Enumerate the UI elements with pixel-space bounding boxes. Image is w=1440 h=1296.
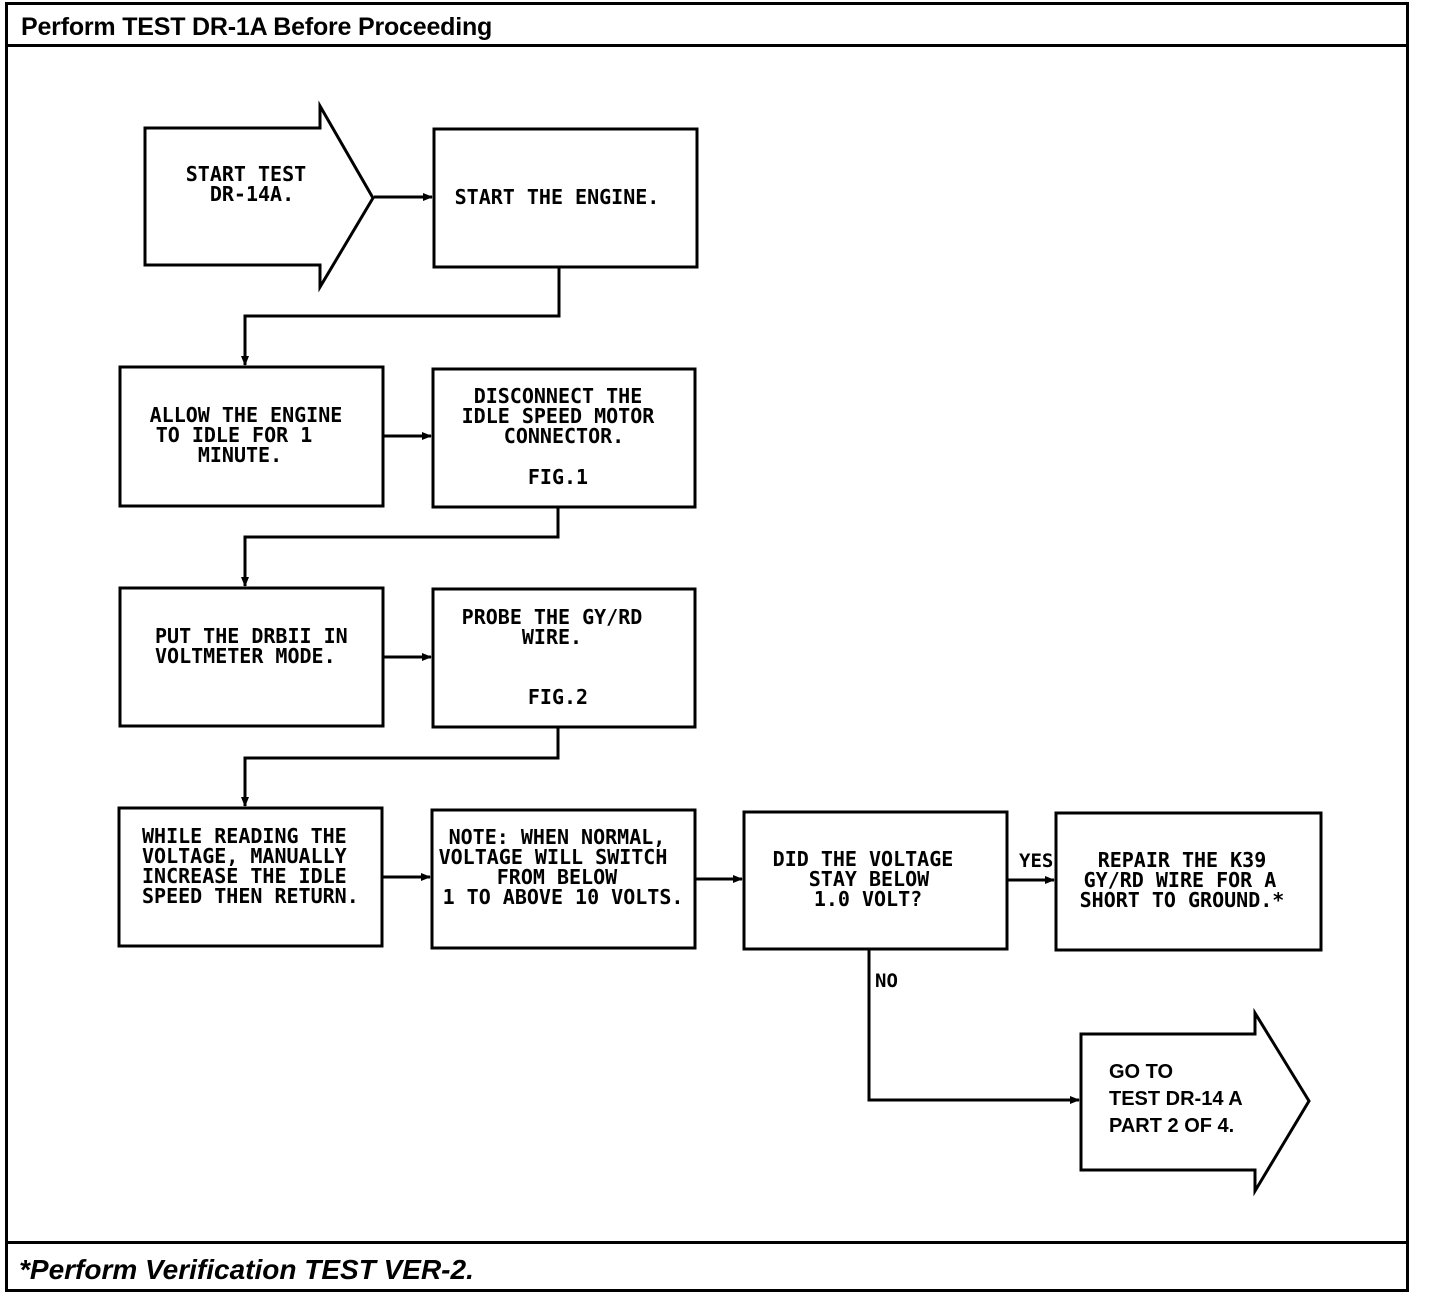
while-reading-line: WHILE READING THE	[142, 824, 347, 848]
start-engine-text: START THE ENGINE.	[455, 185, 660, 209]
voltmeter-box	[118, 586, 385, 728]
page-footer: *Perform Verification TEST VER-2.	[8, 1241, 1406, 1289]
disconnect-fig-label: FIG.1	[528, 465, 588, 489]
while-reading-text: WHILE READING THE VOLTAGE, MANUALLY INCR…	[142, 824, 359, 908]
edge-disconnect-to-voltmeter	[241, 508, 560, 587]
repair-line: GY/RD WIRE FOR A	[1084, 868, 1277, 892]
repair-text: REPAIR THE K39 GY/RD WIRE FOR A SHORT TO…	[1080, 848, 1289, 912]
disconnect-text: DISCONNECT THE IDLE SPEED MOTOR CONNECTO…	[462, 384, 667, 448]
question-line: STAY BELOW	[809, 867, 930, 891]
allow-idle-line: ALLOW THE ENGINE	[150, 403, 343, 427]
while-reading-line: SPEED THEN RETURN.	[142, 884, 359, 908]
probe-text: PROBE THE GY/RD WIRE.	[462, 605, 655, 649]
disconnect-line: IDLE SPEED MOTOR	[462, 404, 656, 428]
while-reading-box	[117, 806, 384, 948]
voltmeter-line: VOLTMETER MODE.	[155, 644, 336, 668]
start-arrow-shape	[143, 100, 375, 293]
note-text: NOTE: WHEN NORMAL, VOLTAGE WILL SWITCH F…	[439, 825, 684, 909]
goto-line: PART 2 OF 4.	[1109, 1115, 1234, 1137]
start-engine-line: START THE ENGINE.	[455, 185, 660, 209]
yes-label: YES	[1019, 850, 1053, 872]
probe-line: PROBE THE GY/RD	[462, 605, 643, 629]
start-line: START TEST	[186, 162, 306, 186]
disconnect-box	[431, 367, 697, 509]
while-reading-line: VOLTAGE, MANUALLY	[142, 844, 347, 868]
goto-line: TEST DR-14 A	[1109, 1088, 1242, 1110]
probe-fig-label: FIG.2	[528, 685, 588, 709]
while-reading-line: INCREASE THE IDLE	[142, 864, 347, 888]
page-header: Perform TEST DR-1A Before Proceeding	[8, 5, 1406, 47]
allow-idle-line: TO IDLE FOR 1	[156, 423, 313, 447]
question-text: DID THE VOLTAGE STAY BELOW 1.0 VOLT?	[773, 847, 966, 911]
disconnect-line: DISCONNECT THE	[474, 384, 643, 408]
disconnect-line: CONNECTOR.	[504, 424, 624, 448]
goto-text: GO TO TEST DR-14 A PART 2 OF 4.	[1109, 1061, 1248, 1137]
no-label: NO	[875, 970, 898, 992]
question-box	[742, 810, 1009, 951]
question-line: 1.0 VOLT?	[814, 887, 922, 911]
start-line: DR-14A.	[210, 182, 294, 206]
goto-line: GO TO	[1109, 1061, 1173, 1083]
note-line: NOTE: WHEN NORMAL,	[449, 825, 666, 849]
note-line: FROM BELOW	[497, 865, 618, 889]
edge-no	[867, 950, 1080, 1104]
voltmeter-line: PUT THE DRBII IN	[155, 624, 348, 648]
repair-line: SHORT TO GROUND.*	[1080, 888, 1285, 912]
probe-line: WIRE.	[522, 625, 582, 649]
voltmeter-text: PUT THE DRBII IN VOLTMETER MODE.	[155, 624, 360, 668]
edge-probe-to-while	[241, 728, 560, 807]
start-engine-box	[432, 127, 699, 269]
repair-line: REPAIR THE K39	[1098, 848, 1267, 872]
note-line: 1 TO ABOVE 10 VOLTS.	[443, 885, 684, 909]
note-box	[430, 808, 697, 950]
allow-idle-text: ALLOW THE ENGINE TO IDLE FOR 1 MINUTE.	[150, 403, 355, 467]
probe-box	[431, 587, 697, 729]
repair-box	[1054, 811, 1323, 952]
allow-idle-line: MINUTE.	[198, 443, 282, 467]
diagram-frame: Perform TEST DR-1A Before Proceeding *Pe…	[5, 2, 1409, 1292]
edge-engine-to-idle	[241, 268, 561, 366]
note-line: VOLTAGE WILL SWITCH	[439, 845, 668, 869]
goto-arrow-shape	[1079, 1007, 1311, 1197]
question-line: DID THE VOLTAGE	[773, 847, 954, 871]
allow-idle-box	[118, 365, 385, 508]
start-text: START TEST DR-14A.	[186, 162, 318, 206]
